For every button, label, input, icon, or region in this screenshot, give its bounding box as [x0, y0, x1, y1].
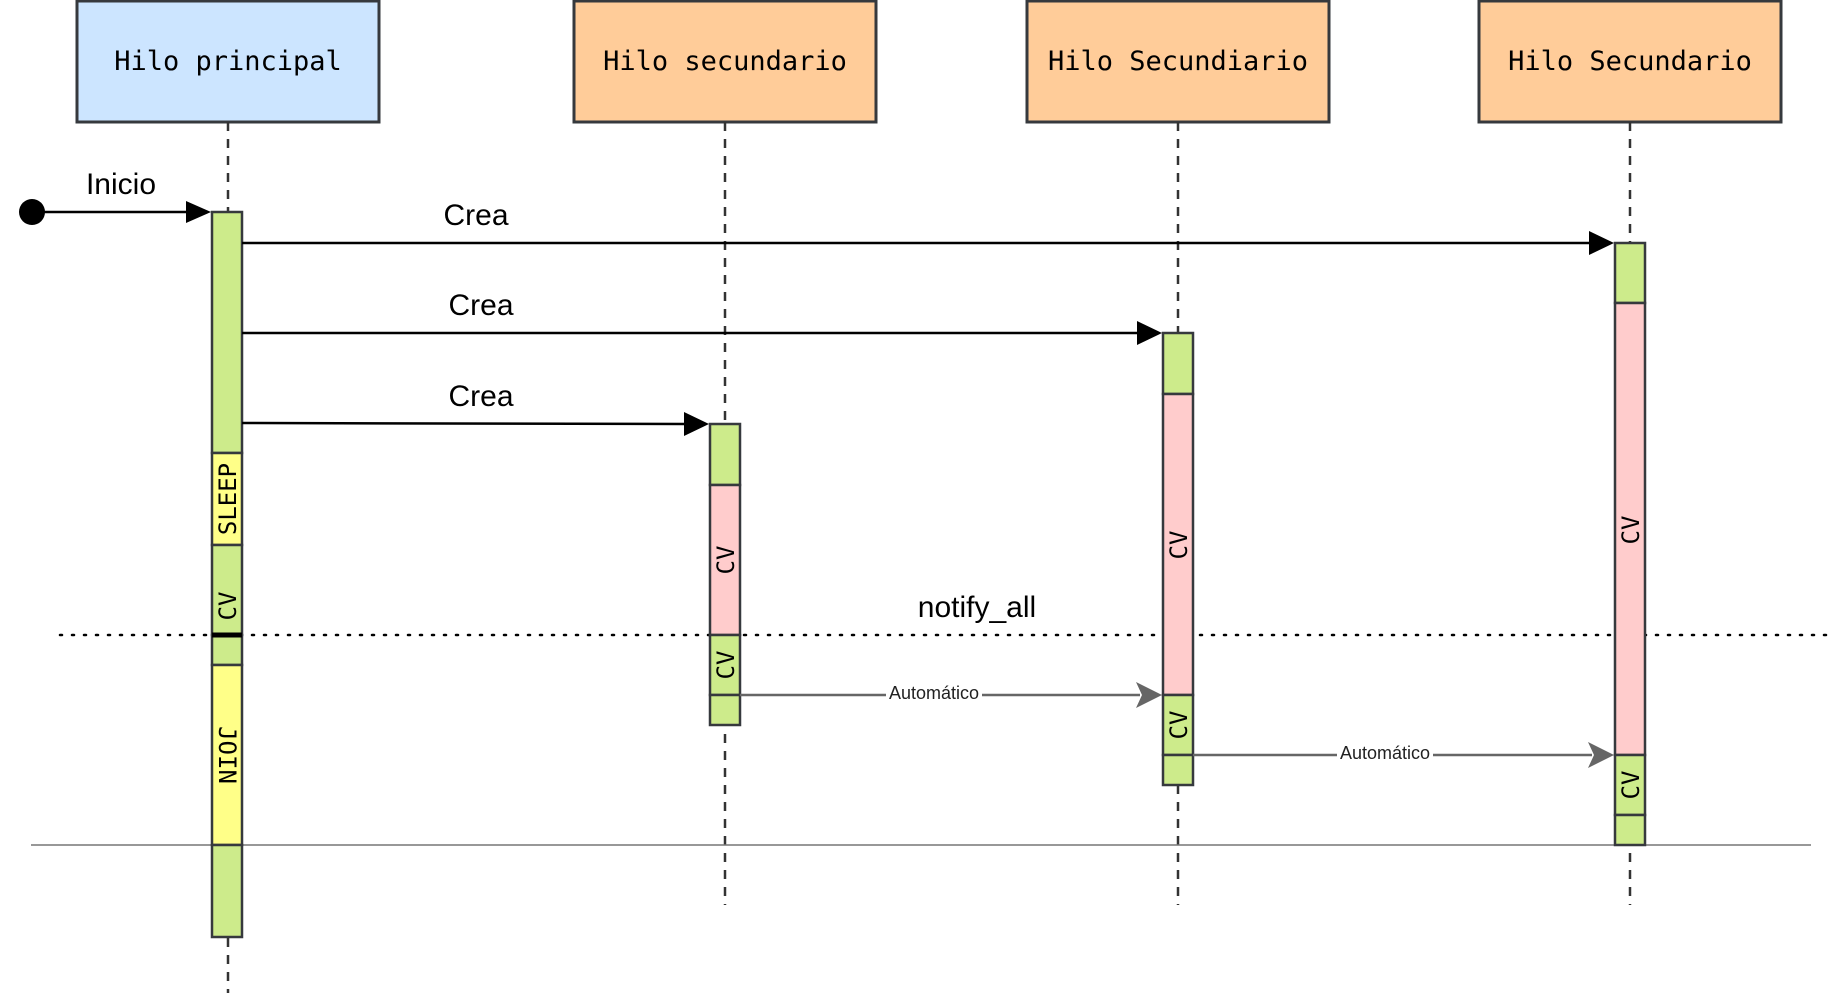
activation-thread-1: CV CV [708, 422, 742, 727]
lifeline-title-main: Hilo principal [114, 46, 342, 77]
create-arrow-thread-1 [241, 421, 687, 426]
auto-label-1: Automático [889, 683, 979, 703]
thread-3-cv-wait-label: CV [1617, 516, 1645, 545]
create-arrowhead-thread-2 [1137, 321, 1162, 345]
main-join-label: JOIN [213, 726, 241, 784]
thread-2-cv-wait-label: CV [1165, 531, 1193, 560]
thread-3-cv-wait [1613, 301, 1647, 757]
lifeline-header-main: Hilo principal [75, 0, 381, 124]
main-cv-segment [210, 543, 244, 637]
thread-3-cv-run-label: CV [1617, 771, 1645, 800]
thread-2-cv-wait [1161, 392, 1195, 697]
lifeline-title-thread-1: Hilo secundario [603, 46, 847, 77]
activation-main: SLEEP CV JOIN [210, 210, 244, 939]
notify-label: notify_all [918, 591, 1036, 624]
create-label-thread-3: Crea [443, 199, 508, 232]
lifeline-header-thread-2: Hilo Secundiario [1025, 0, 1331, 124]
auto-arrowhead-2 [1588, 742, 1614, 768]
lifeline-header-thread-1: Hilo secundario [572, 0, 878, 124]
auto-label-2: Automático [1340, 743, 1430, 763]
create-arrowhead-thread-1 [684, 412, 709, 436]
thread-1-cv-wait [708, 483, 742, 637]
activation-thread-3: CV CV [1613, 241, 1647, 847]
main-sleep-label: SLEEP [214, 463, 242, 535]
thread-2-cv-run-label: CV [1165, 711, 1193, 740]
lifeline-header-thread-3: Hilo Secundario [1477, 0, 1783, 124]
start-arrowhead [186, 201, 211, 223]
activation-thread-2: CV CV [1161, 331, 1195, 787]
start-label: Inicio [86, 168, 156, 201]
create-label-thread-2: Crea [448, 289, 513, 322]
lifeline-title-thread-2: Hilo Secundiario [1048, 46, 1308, 77]
thread-1-cv-wait-label: CV [712, 546, 740, 575]
main-join-segment [210, 663, 244, 847]
create-arrowhead-thread-3 [1589, 231, 1614, 255]
main-cv-label: CV [214, 592, 242, 621]
thread-1-cv-run-label: CV [712, 651, 740, 680]
auto-arrowhead-1 [1136, 682, 1162, 708]
create-label-thread-1: Crea [448, 380, 513, 413]
lifeline-title-thread-3: Hilo Secundario [1508, 46, 1752, 77]
